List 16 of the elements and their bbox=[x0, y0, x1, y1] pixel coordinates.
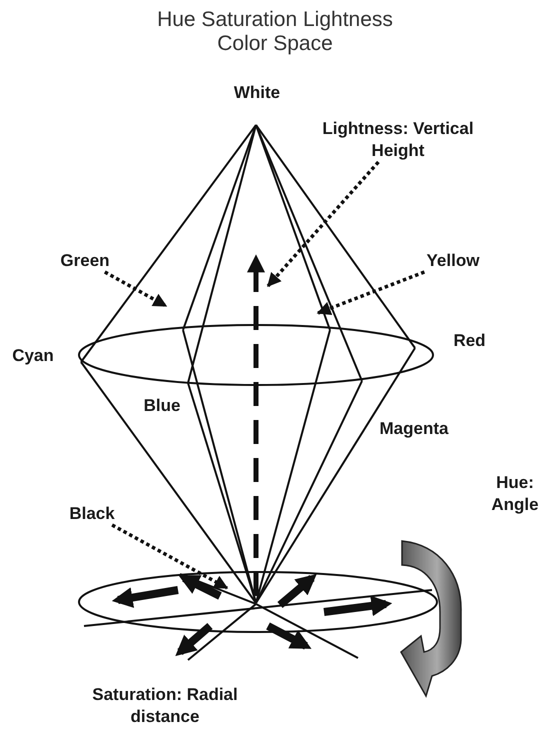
axis-label: Hue: Angle bbox=[490, 472, 540, 516]
axis-label: Saturation: Radial distance bbox=[91, 684, 239, 728]
hue-label: Blue bbox=[142, 395, 182, 417]
leader-line bbox=[266, 160, 380, 288]
callout-text: Lightness: Vertical Height bbox=[318, 118, 478, 162]
diagram-title: Hue Saturation Lightness Color Space bbox=[156, 8, 394, 56]
callout-text: Yellow bbox=[418, 250, 488, 272]
hue-label: Red bbox=[452, 330, 487, 352]
leader-line bbox=[316, 270, 426, 315]
hue-label: Magenta bbox=[378, 418, 450, 440]
vertex-label: White bbox=[232, 82, 282, 104]
callout-text: Green bbox=[55, 250, 115, 272]
callout-text: Black bbox=[62, 503, 122, 525]
hue-label: Cyan bbox=[11, 345, 55, 367]
leader-line bbox=[111, 523, 228, 590]
leader-line bbox=[104, 270, 168, 308]
